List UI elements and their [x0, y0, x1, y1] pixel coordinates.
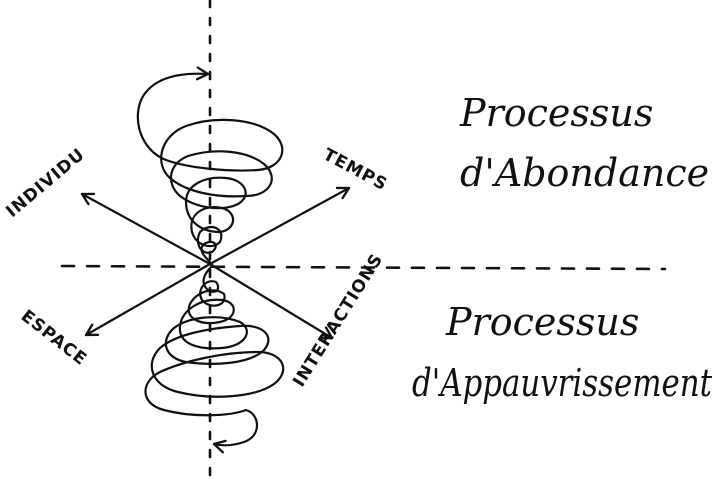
upper-spiral — [136, 66, 284, 264]
arrow-interactions — [208, 262, 334, 340]
appauvrissement-line1: Processus — [445, 300, 639, 344]
arrow-individu — [80, 192, 212, 266]
label-individu: INDIVIDU — [2, 145, 89, 222]
arrow-temps — [208, 186, 351, 266]
horizontal-dashed-axis — [60, 264, 667, 271]
appauvrissement-line2: d'Appauvrissement — [412, 361, 713, 405]
lower-spiral — [144, 264, 285, 454]
abondance-line2: d'Abondance — [460, 151, 709, 195]
abondance-line1: Processus — [459, 91, 653, 135]
label-espace: ESPACE — [17, 306, 91, 370]
arrow-espace — [84, 262, 212, 337]
label-temps: TEMPS — [320, 145, 391, 195]
